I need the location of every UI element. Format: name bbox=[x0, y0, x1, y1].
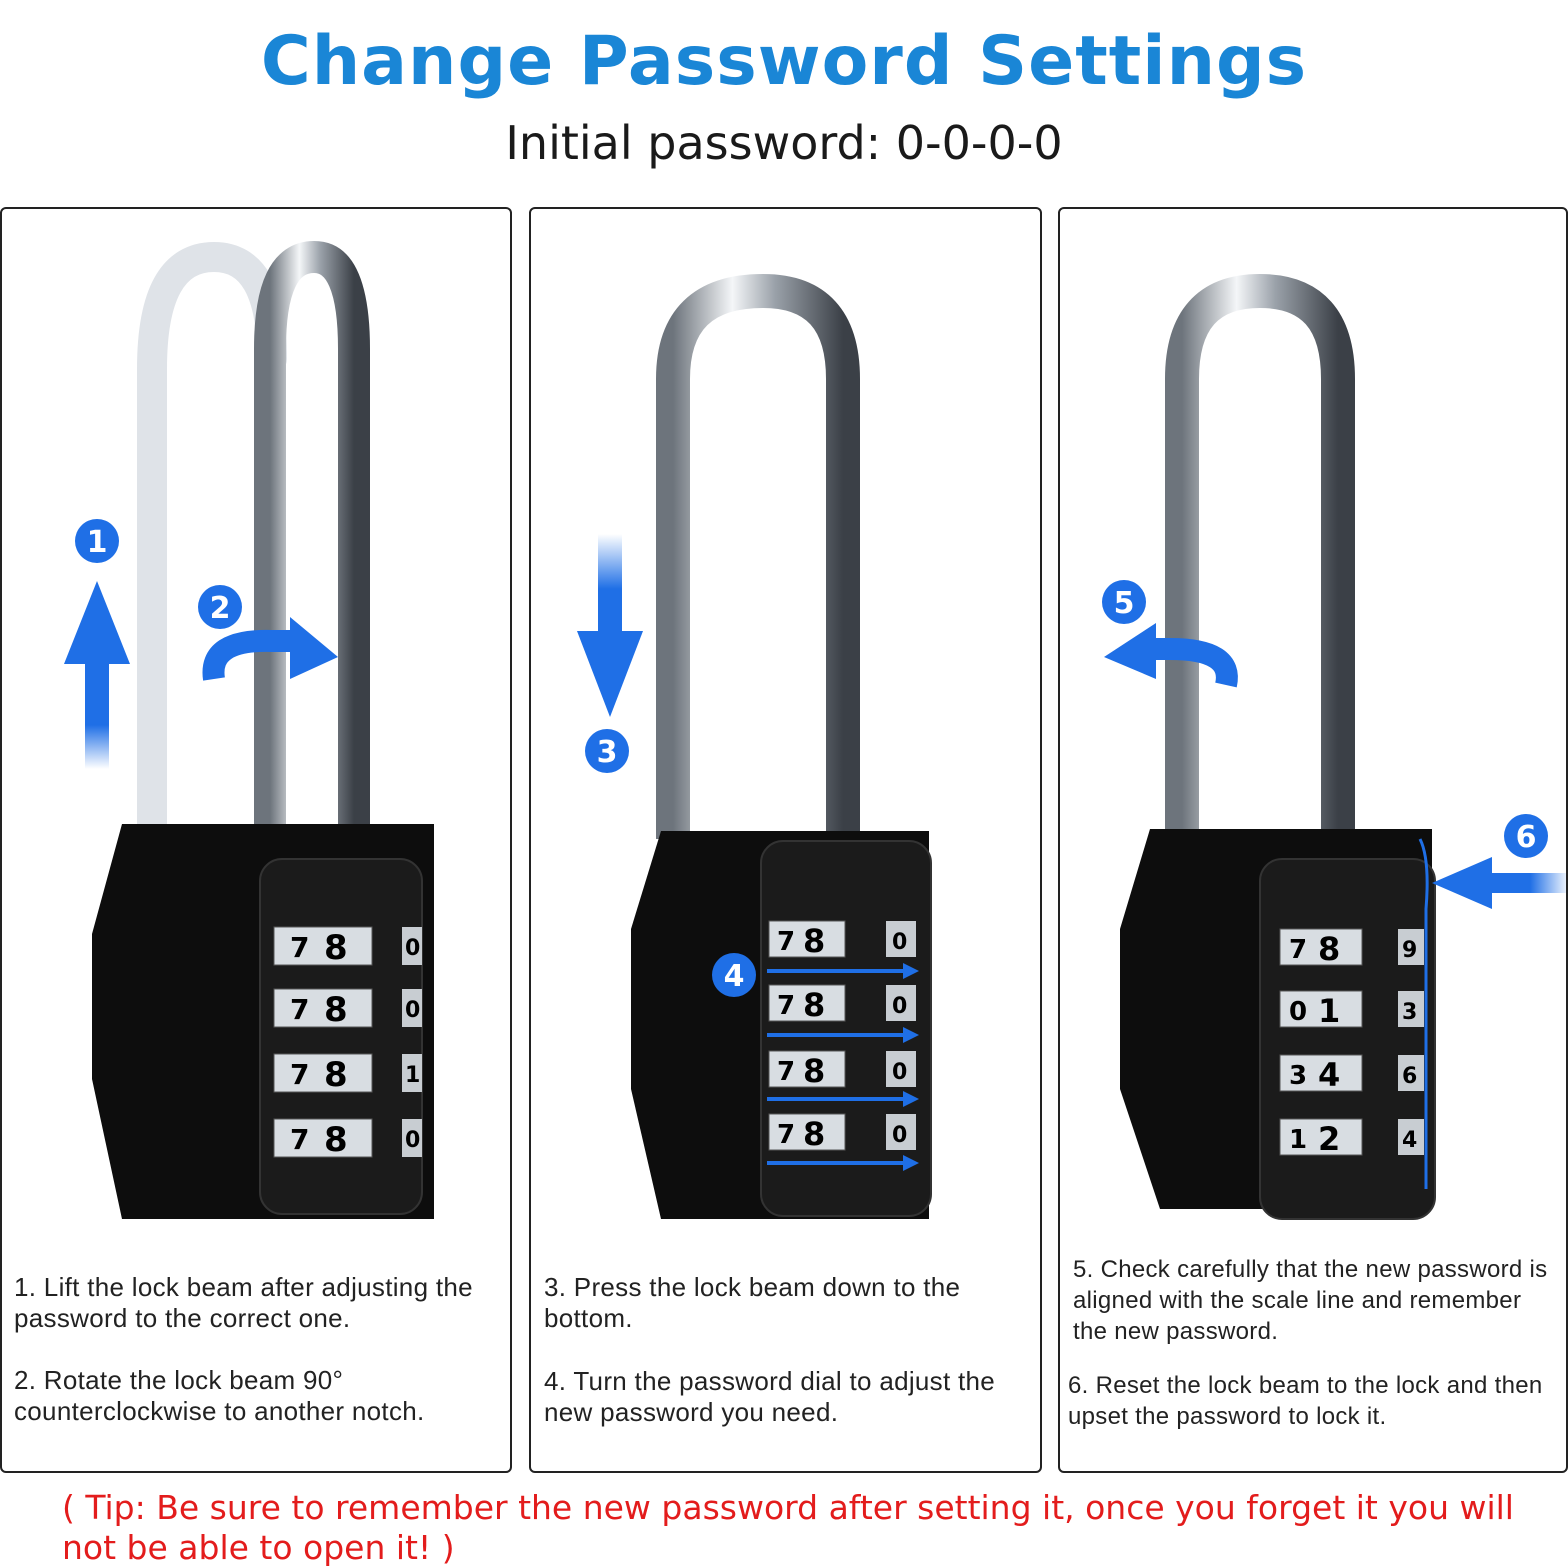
svg-text:7: 7 bbox=[290, 1123, 309, 1156]
svg-text:8: 8 bbox=[803, 922, 825, 960]
padlock-illustration-1: 7 8 7 8 7 8 7 8 0 0 1 0 1 bbox=[64, 240, 434, 1219]
svg-text:8: 8 bbox=[324, 1120, 348, 1160]
svg-text:8: 8 bbox=[803, 1052, 825, 1090]
svg-text:0: 0 bbox=[892, 994, 907, 1019]
svg-text:7: 7 bbox=[777, 1057, 795, 1087]
step-3-text: 3. Press the lock beam down to the botto… bbox=[544, 1272, 961, 1333]
svg-text:6: 6 bbox=[1402, 1064, 1417, 1089]
svg-text:1: 1 bbox=[87, 525, 108, 560]
svg-text:4: 4 bbox=[1402, 1128, 1417, 1153]
svg-text:7: 7 bbox=[290, 993, 309, 1026]
page-title: Change Password Settings bbox=[260, 22, 1308, 101]
padlock-illustration-3: 7 8 0 1 3 4 1 2 9 3 6 4 5 bbox=[1102, 273, 1566, 1220]
svg-text:4: 4 bbox=[724, 959, 745, 994]
svg-text:4: 4 bbox=[1318, 1056, 1340, 1094]
dial-turn-arrows-icon bbox=[767, 963, 919, 1171]
svg-text:7: 7 bbox=[777, 927, 795, 957]
step-panel-3: 7 8 0 1 3 4 1 2 9 3 6 4 5 bbox=[1058, 207, 1568, 1473]
svg-text:3: 3 bbox=[1402, 1000, 1417, 1025]
svg-text:0: 0 bbox=[1289, 997, 1307, 1027]
down-arrow-icon bbox=[577, 534, 643, 717]
svg-text:7: 7 bbox=[777, 1120, 795, 1150]
tip-warning: ( Tip: Be sure to remember the new passw… bbox=[62, 1488, 1514, 1567]
svg-text:8: 8 bbox=[803, 1115, 825, 1153]
dial-window-3: 7 8 bbox=[273, 1053, 373, 1095]
svg-text:7: 7 bbox=[290, 931, 309, 964]
step-panel-1: 7 8 7 8 7 8 7 8 0 0 1 0 1 bbox=[0, 207, 512, 1473]
svg-text:1: 1 bbox=[1318, 992, 1340, 1030]
up-arrow-icon bbox=[64, 581, 130, 769]
dial-window-1: 7 8 bbox=[768, 920, 846, 960]
step-2-text: 2. Rotate the lock beam 90° counterclock… bbox=[14, 1365, 425, 1426]
step-marker-4: 4 bbox=[712, 953, 756, 997]
padlock-illustration-2: 7 8 7 8 7 8 7 8 0 0 0 0 bbox=[577, 273, 932, 1219]
dial-window-1: 7 8 bbox=[273, 926, 373, 968]
svg-text:7: 7 bbox=[1289, 935, 1307, 965]
initial-password-subtitle: Initial password: 0-0-0-0 bbox=[505, 116, 1063, 170]
dial-window-3: 7 8 bbox=[768, 1050, 846, 1090]
svg-text:8: 8 bbox=[803, 986, 825, 1024]
dial-window-1: 7 8 bbox=[1279, 928, 1363, 968]
dial-window-2: 0 1 bbox=[1279, 990, 1363, 1030]
svg-text:0: 0 bbox=[405, 1128, 420, 1153]
step-4-text: 4. Turn the password dial to adjust the … bbox=[544, 1366, 996, 1427]
svg-text:7: 7 bbox=[290, 1058, 309, 1091]
svg-text:7: 7 bbox=[777, 991, 795, 1021]
step-5-text: 5. Check carefully that the new password… bbox=[1073, 1256, 1548, 1345]
dial-window-4: 7 8 bbox=[768, 1113, 846, 1153]
svg-text:1: 1 bbox=[1289, 1125, 1307, 1155]
dial-window-4: 1 2 bbox=[1279, 1118, 1363, 1158]
svg-text:8: 8 bbox=[1318, 930, 1340, 968]
step-1-text: 1. Lift the lock beam after adjusting th… bbox=[14, 1272, 473, 1333]
rotate-back-arrow-icon bbox=[1104, 623, 1238, 688]
svg-text:5: 5 bbox=[1114, 586, 1135, 621]
dial-window-2: 7 8 bbox=[768, 984, 846, 1024]
svg-text:6: 6 bbox=[1516, 820, 1537, 855]
svg-text:0: 0 bbox=[405, 936, 420, 961]
scale-line bbox=[1418, 838, 1429, 1189]
svg-text:9: 9 bbox=[1402, 938, 1417, 963]
step-marker-3: 3 bbox=[585, 729, 629, 773]
svg-text:0: 0 bbox=[892, 930, 907, 955]
svg-text:0: 0 bbox=[405, 998, 420, 1023]
step-marker-6: 6 bbox=[1504, 814, 1548, 858]
svg-text:8: 8 bbox=[324, 928, 348, 968]
rotate-arrow-icon bbox=[202, 617, 338, 681]
step-marker-1: 1 bbox=[75, 519, 119, 563]
svg-text:3: 3 bbox=[1289, 1061, 1307, 1091]
dial-window-3: 3 4 bbox=[1279, 1054, 1363, 1094]
svg-text:2: 2 bbox=[210, 591, 231, 626]
left-arrow-icon bbox=[1432, 857, 1566, 909]
svg-text:0: 0 bbox=[892, 1060, 907, 1085]
step-marker-2: 2 bbox=[198, 585, 242, 629]
dial-window-4: 7 8 bbox=[273, 1118, 373, 1160]
svg-text:3: 3 bbox=[597, 735, 618, 770]
svg-text:0: 0 bbox=[892, 1123, 907, 1148]
svg-text:1: 1 bbox=[405, 1063, 420, 1088]
step-panel-2: 7 8 7 8 7 8 7 8 0 0 0 0 bbox=[529, 207, 1042, 1473]
svg-text:2: 2 bbox=[1318, 1120, 1340, 1158]
step-marker-5: 5 bbox=[1102, 580, 1146, 624]
dial-window-2: 7 8 bbox=[273, 988, 373, 1030]
step-6-text: 6. Reset the lock beam to the lock and t… bbox=[1068, 1372, 1543, 1430]
svg-text:8: 8 bbox=[324, 990, 348, 1030]
svg-text:8: 8 bbox=[324, 1055, 348, 1095]
